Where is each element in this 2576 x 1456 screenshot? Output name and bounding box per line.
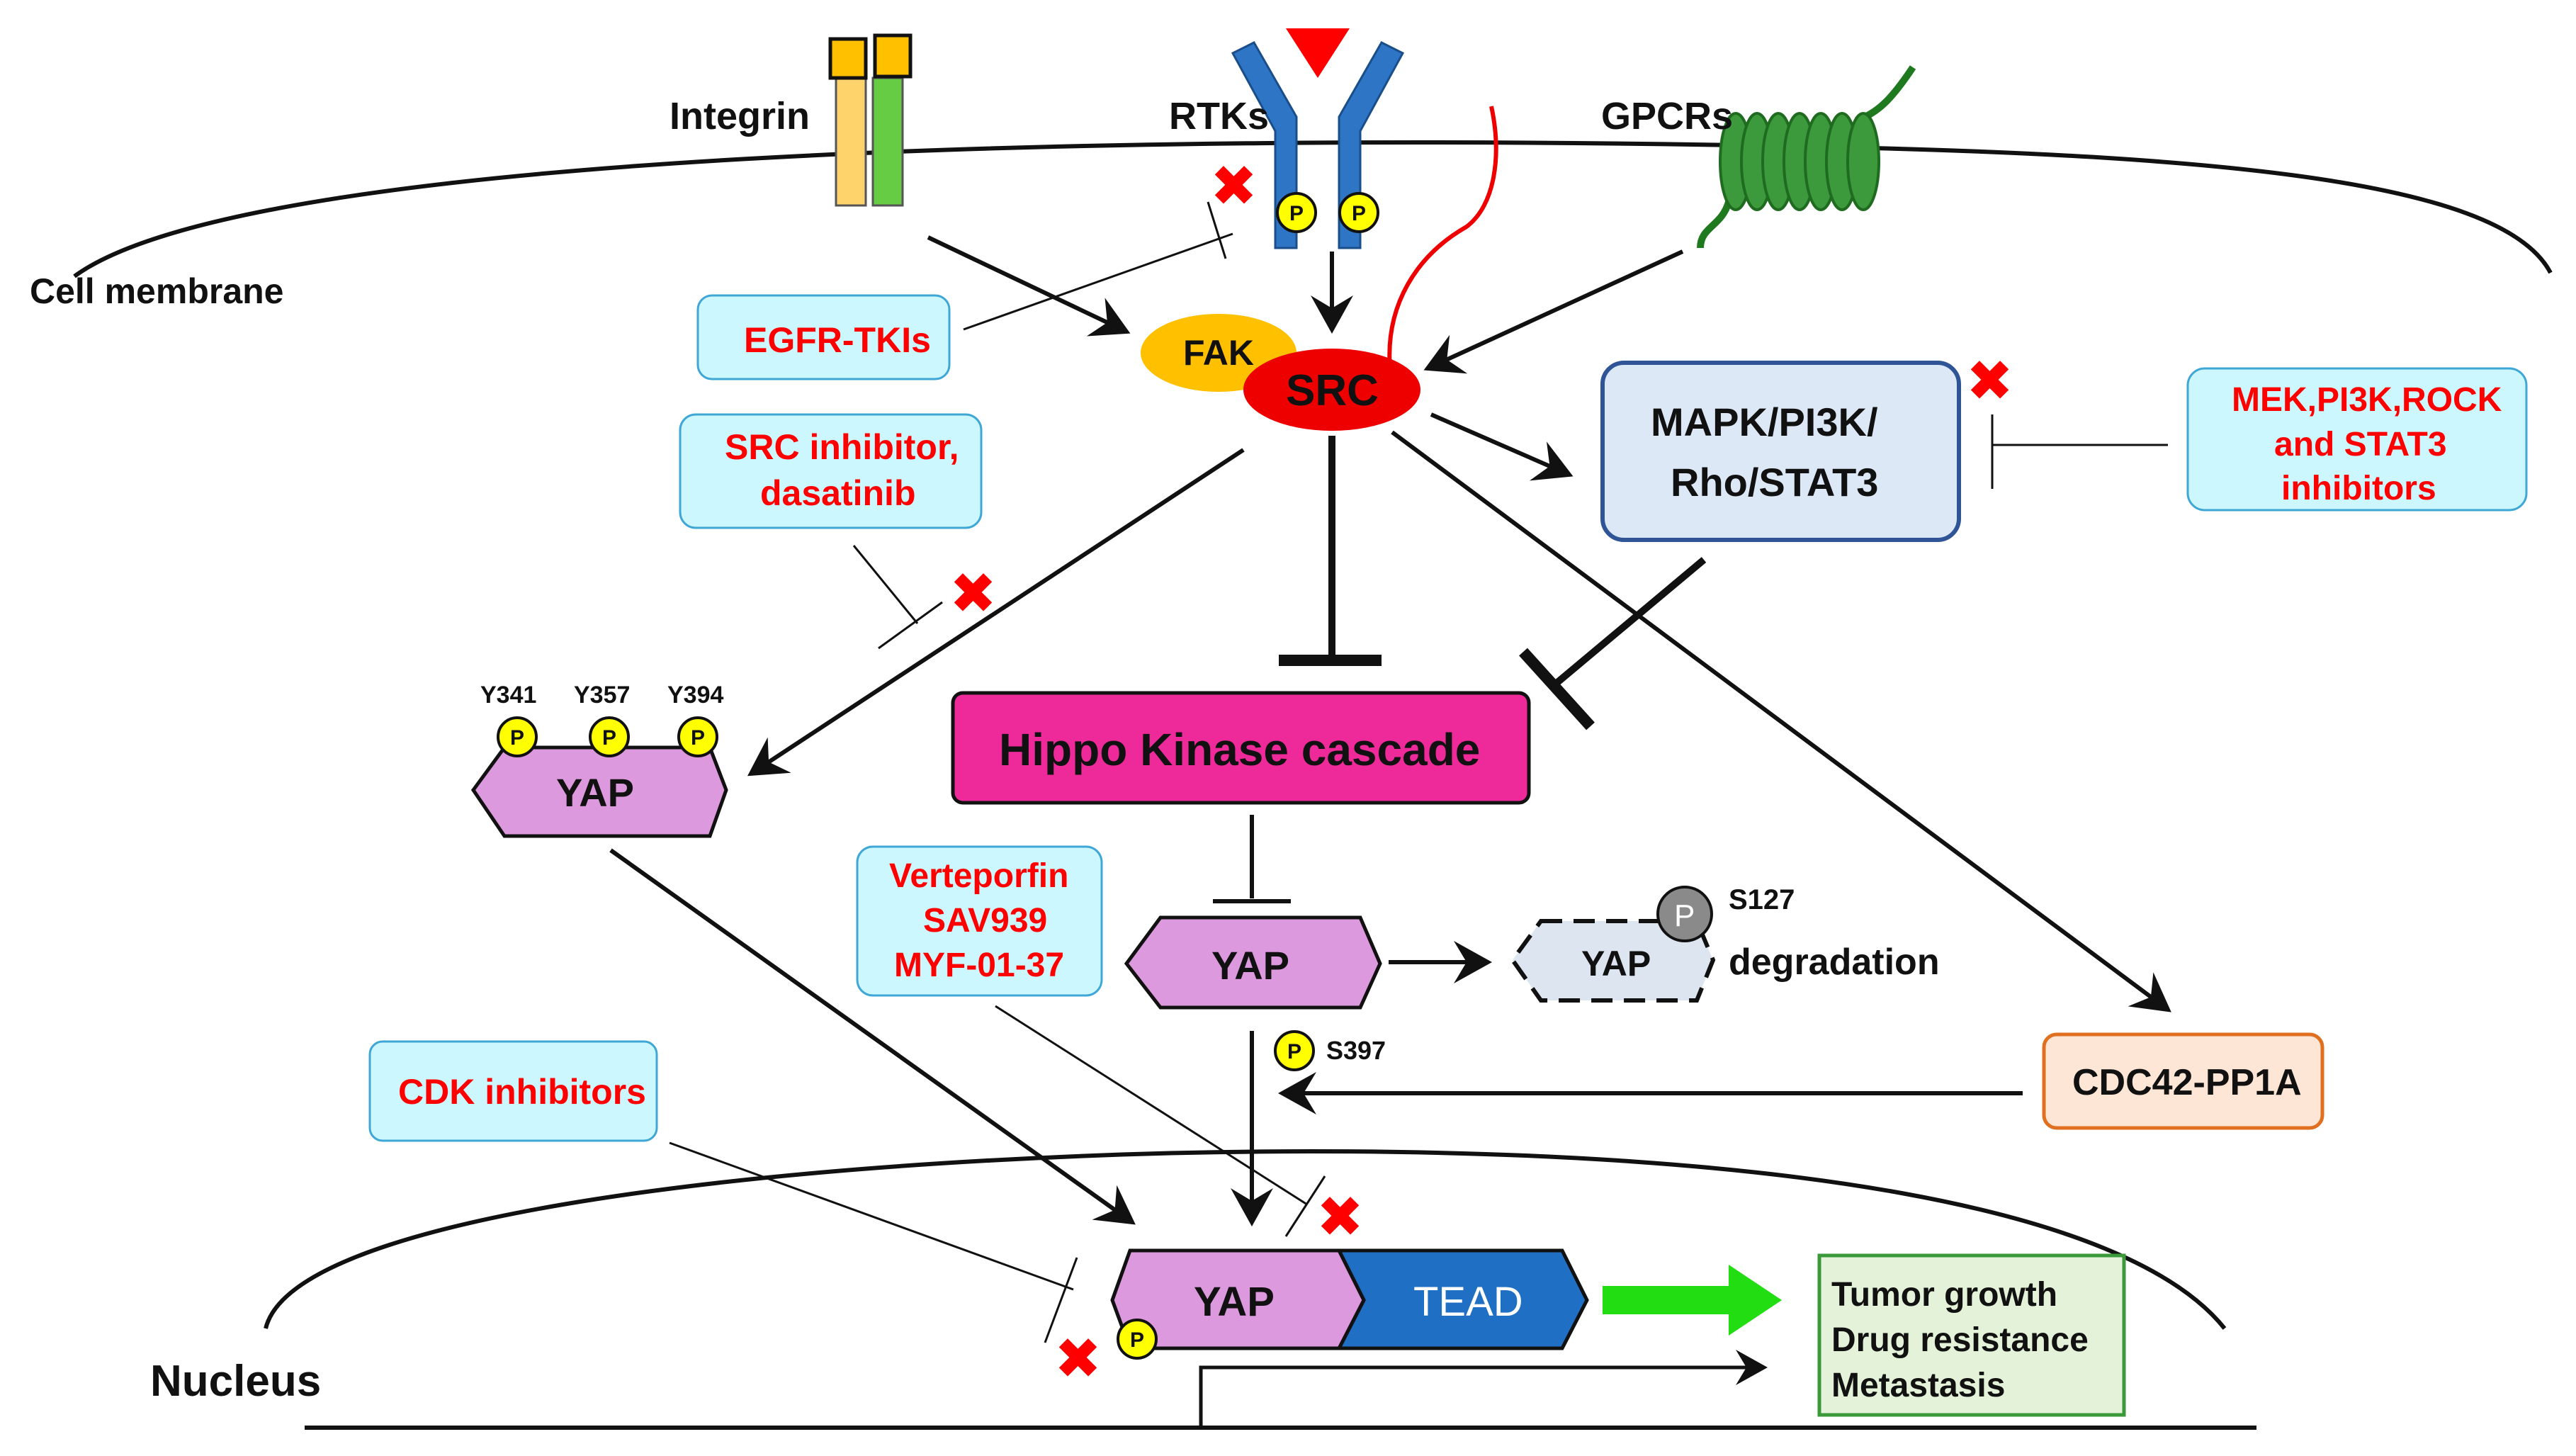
svg-text:P: P bbox=[1287, 1040, 1301, 1063]
green-output-arrow bbox=[1603, 1265, 1782, 1336]
inhibit-mapk-hippo-bar bbox=[1519, 648, 1595, 730]
transcription-start-arrow bbox=[1199, 1350, 1768, 1428]
svg-text:P: P bbox=[510, 726, 524, 750]
arrow-gpcr-to-src bbox=[1423, 249, 1684, 374]
site-y357: Y357 bbox=[574, 682, 630, 709]
hippo-kinase-cascade-box: Hippo Kinase cascade bbox=[951, 691, 1531, 805]
phospho-y394: P bbox=[677, 716, 718, 757]
svg-text:YAP: YAP bbox=[1194, 1279, 1275, 1325]
src-inhibitor-box: SRC inhibitor, dasatinib bbox=[679, 413, 983, 529]
svg-text:CDK inhibitors: CDK inhibitors bbox=[398, 1072, 646, 1112]
svg-text:P: P bbox=[1130, 1328, 1144, 1352]
inhibit-src-bar bbox=[878, 601, 943, 650]
rtk-phospho-right: P bbox=[1338, 192, 1379, 233]
integrin-label: Integrin bbox=[670, 95, 810, 137]
svg-text:Rho/STAT3: Rho/STAT3 bbox=[1671, 460, 1878, 504]
mek-inhibitors-box: MEK,PI3K,ROCK and STAT3 inhibitors bbox=[2186, 367, 2528, 512]
arrow-yap-tyr-to-nucleus bbox=[609, 848, 1136, 1225]
svg-text:and STAT3: and STAT3 bbox=[2274, 426, 2447, 463]
inhibit-egfr-to-rtk bbox=[963, 232, 1233, 331]
gpcrs-label: GPCRs bbox=[1601, 95, 1733, 137]
svg-text:CDC42-PP1A: CDC42-PP1A bbox=[2072, 1062, 2302, 1103]
svg-text:EGFR-TKIs: EGFR-TKIs bbox=[744, 320, 931, 360]
block-x-src: ✖ bbox=[949, 562, 997, 625]
phospho-s397: P bbox=[1274, 1030, 1315, 1071]
arrow-integrin-to-fak bbox=[927, 235, 1131, 337]
src-label: SRC bbox=[1286, 366, 1379, 415]
svg-text:P: P bbox=[602, 726, 616, 750]
block-x-rtk: ✖ bbox=[1210, 154, 1258, 218]
degradation-label: degradation bbox=[1729, 942, 1940, 983]
site-s127: S127 bbox=[1729, 884, 1795, 915]
cell-membrane-curve bbox=[73, 140, 2553, 278]
block-x-verteporfin: ✖ bbox=[1316, 1185, 1364, 1248]
arrow-src-to-cdc42 bbox=[1391, 430, 2171, 1012]
svg-text:Tumor growth: Tumor growth bbox=[1831, 1276, 2057, 1314]
svg-text:inhibitors: inhibitors bbox=[2281, 470, 2436, 507]
svg-text:P: P bbox=[691, 726, 705, 750]
svg-text:P: P bbox=[1289, 202, 1304, 225]
svg-text:MEK,PI3K,ROCK: MEK,PI3K,ROCK bbox=[2232, 381, 2502, 419]
rtk-phospho-left: P bbox=[1276, 192, 1317, 233]
svg-text:Hippo Kinase cascade: Hippo Kinase cascade bbox=[999, 724, 1480, 775]
inhibit-cdk-bar bbox=[1044, 1257, 1078, 1343]
yap-degraded: YAP bbox=[1510, 919, 1716, 1003]
yap-cytoplasmic: YAP bbox=[1124, 915, 1382, 1010]
svg-text:Verteporfin: Verteporfin bbox=[889, 857, 1068, 895]
block-x-mapk: ✖ bbox=[1966, 349, 2013, 412]
phospho-s127: P bbox=[1656, 886, 1713, 942]
site-y341: Y341 bbox=[480, 682, 536, 709]
cdc42-pp1a-box: CDC42-PP1A bbox=[2042, 1032, 2324, 1130]
cell-membrane-label: Cell membrane bbox=[30, 271, 283, 311]
phospho-y341: P bbox=[497, 716, 538, 757]
svg-text:Drug resistance: Drug resistance bbox=[1831, 1321, 2089, 1359]
svg-text:SAV939: SAV939 bbox=[923, 902, 1047, 939]
rtks-label: RTKs bbox=[1169, 95, 1269, 137]
svg-text:P: P bbox=[1674, 898, 1695, 933]
svg-text:TEAD: TEAD bbox=[1413, 1279, 1523, 1325]
svg-text:YAP: YAP bbox=[556, 770, 634, 815]
fak-label: FAK bbox=[1183, 333, 1254, 373]
outcomes-box: Tumor growth Drug resistance Metastasis bbox=[1817, 1253, 2126, 1417]
inhibit-egfr-bar bbox=[1207, 201, 1227, 259]
yap-tyrosine-phospho: YAP bbox=[470, 745, 728, 838]
phospho-y357: P bbox=[589, 716, 630, 757]
src-oval bbox=[1243, 349, 1420, 431]
svg-text:SRC inhibitor,: SRC inhibitor, bbox=[725, 427, 959, 467]
nuclear-membrane-curve bbox=[264, 1149, 2227, 1330]
inhibit-src-line bbox=[852, 545, 919, 624]
egfr-tkis-box: EGFR-TKIs bbox=[696, 294, 951, 380]
phospho-yap-nuclear: P bbox=[1117, 1319, 1158, 1360]
inhibit-cdk-line bbox=[669, 1141, 1074, 1291]
mapk-pi3k-rho-stat3-box: MAPK/PI3K/ Rho/STAT3 bbox=[1600, 361, 1961, 542]
inhibit-mapk-to-hippo bbox=[1549, 557, 1707, 690]
nucleus-label: Nucleus bbox=[150, 1357, 321, 1406]
integrin-receptor bbox=[828, 33, 913, 207]
svg-text:MYF-01-37: MYF-01-37 bbox=[894, 947, 1064, 984]
site-y394: Y394 bbox=[667, 682, 723, 709]
verteporfin-box: Verteporfin SAV939 MYF-01-37 bbox=[856, 845, 1103, 997]
yap-tead-complex: YAP TEAD bbox=[1110, 1248, 1589, 1350]
inhibit-verteporfin-bar bbox=[1284, 1175, 1326, 1237]
svg-text:Metastasis: Metastasis bbox=[1831, 1367, 2005, 1404]
svg-text:MAPK/PI3K/: MAPK/PI3K/ bbox=[1651, 400, 1878, 444]
src-membrane-tail bbox=[1387, 106, 1498, 369]
cdk-inhibitors-box: CDK inhibitors bbox=[368, 1040, 658, 1142]
svg-text:dasatinib: dasatinib bbox=[760, 473, 915, 513]
arrow-src-to-yap-tyr bbox=[747, 448, 1245, 777]
svg-text:YAP: YAP bbox=[1581, 944, 1651, 983]
svg-text:YAP: YAP bbox=[1211, 943, 1289, 988]
site-s397: S397 bbox=[1326, 1036, 1386, 1065]
block-x-cdk: ✖ bbox=[1054, 1327, 1102, 1390]
arrow-src-to-mapk bbox=[1430, 412, 1574, 481]
svg-text:P: P bbox=[1352, 202, 1366, 225]
inhibit-verteporfin-line bbox=[995, 1005, 1308, 1206]
gpcr-receptor bbox=[1697, 65, 1916, 249]
